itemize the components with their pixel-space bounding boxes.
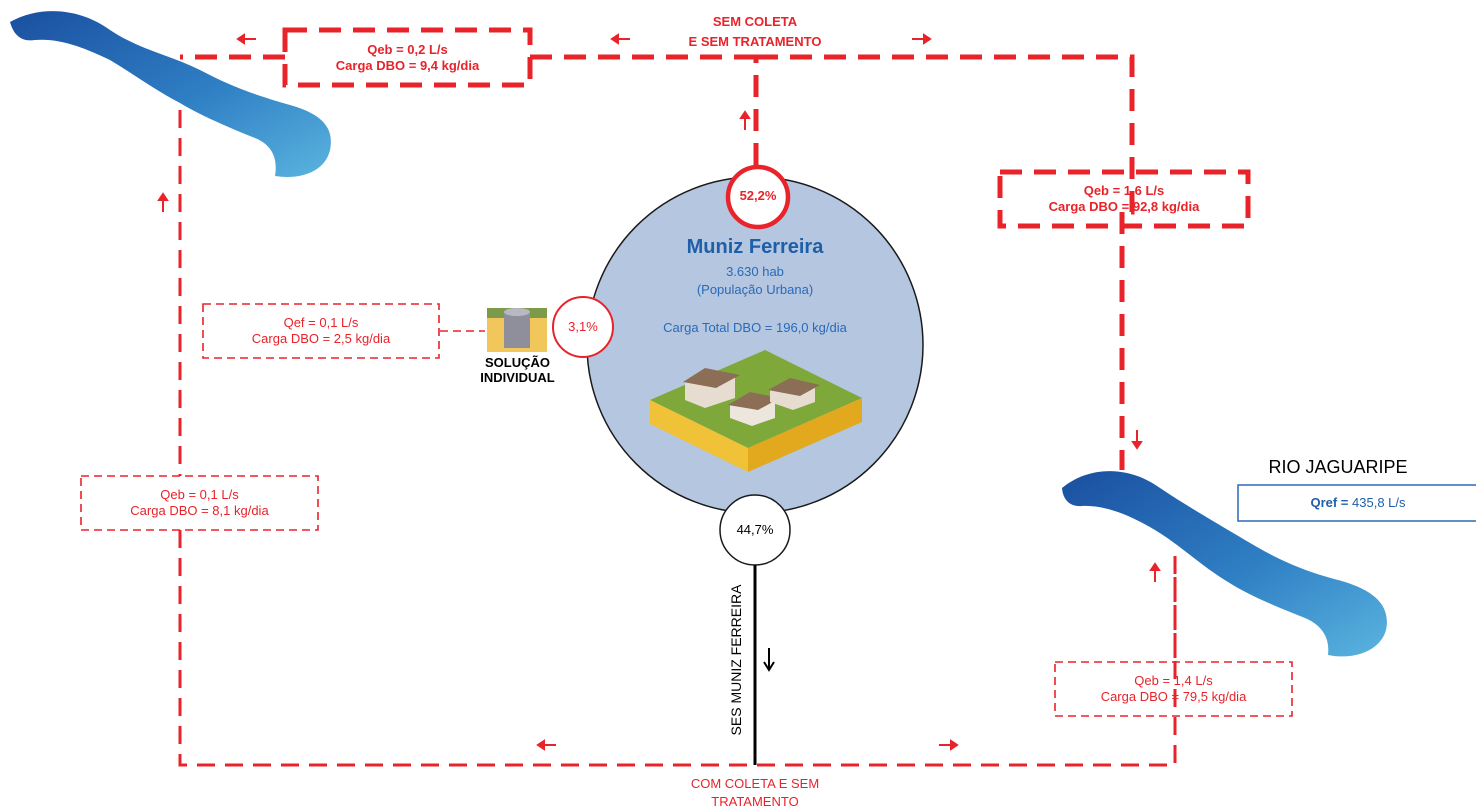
river-qref-label: Qref = — [1310, 495, 1349, 510]
ses-label: SES MUNIZ FERREIRA — [728, 584, 744, 736]
box-top-left-line2: Carga DBO = 9,4 kg/dia — [335, 58, 480, 73]
box-top-right: Qeb = 1,6 L/s Carga DBO = 92,8 kg/dia — [1000, 178, 1248, 220]
box-bottom-left: Qeb = 0,1 L/s Carga DBO = 8,1 kg/dia — [81, 478, 318, 528]
circle-no-collection — [725, 164, 791, 230]
river-left-icon — [10, 11, 331, 177]
circle-individual — [552, 296, 614, 358]
box-bottom-left-line2: Carga DBO = 8,1 kg/dia — [130, 503, 269, 518]
box-bottom-right-line1: Qeb = 1,4 L/s — [1134, 672, 1213, 688]
city-total-load: Carga Total DBO = 196,0 kg/dia — [663, 320, 847, 335]
top-label-line2: E SEM TRATAMENTO — [688, 34, 822, 49]
river-qref: Qref = 435,8 L/s — [1238, 495, 1476, 510]
box-top-right-line2: Carga DBO = 92,8 kg/dia — [1048, 199, 1200, 214]
individual-label-line1: SOLUÇÃO — [485, 355, 550, 370]
river-name: RIO JAGUARIPE — [1268, 457, 1408, 477]
box-individual-line2: Carga DBO = 2,5 kg/dia — [251, 331, 391, 346]
box-top-left-line1: Qeb = 0,2 L/s — [367, 41, 448, 57]
box-bottom-left-line1: Qeb = 0,1 L/s — [160, 486, 239, 502]
city-name: Muniz Ferreira — [686, 236, 824, 258]
pct-individual: 3,1% — [568, 319, 598, 334]
bottom-label-line1: COM COLETA E SEM — [690, 776, 820, 791]
bottom-label-line2: TRATAMENTO — [711, 794, 799, 809]
bottom-flow-lines — [178, 110, 1177, 767]
city-population-note: (População Urbana) — [696, 282, 814, 297]
river-qref-value: 435,8 L/s — [1352, 495, 1406, 510]
qref-box — [1237, 484, 1476, 522]
city-population: 3.630 hab — [726, 264, 784, 279]
septic-tank-icon — [487, 308, 547, 352]
pct-no-collection: 52,2% — [739, 188, 777, 203]
individual-label-line2: INDIVIDUAL — [480, 370, 555, 385]
top-flow-lines — [180, 27, 1251, 470]
thin-box-borders — [80, 303, 1293, 717]
ses-arrow-icon — [763, 648, 775, 672]
pct-ses: 44,7% — [736, 522, 774, 537]
houses-icon — [650, 350, 862, 472]
box-bottom-right: Qeb = 1,4 L/s Carga DBO = 79,5 kg/dia — [1055, 664, 1292, 714]
river-right-icon — [1062, 471, 1387, 657]
box-individual-line1: Qef = 0,1 L/s — [283, 314, 359, 330]
box-bottom-right-line2: Carga DBO = 79,5 kg/dia — [1100, 689, 1247, 704]
box-top-right-line1: Qeb = 1,6 L/s — [1083, 182, 1165, 198]
box-individual: Qef = 0,1 L/s Carga DBO = 2,5 kg/dia — [203, 306, 439, 356]
top-label-line1: SEM COLETA — [712, 14, 798, 29]
box-top-left: Qeb = 0,2 L/s Carga DBO = 9,4 kg/dia — [285, 38, 530, 78]
flow-arrows — [157, 33, 1161, 751]
